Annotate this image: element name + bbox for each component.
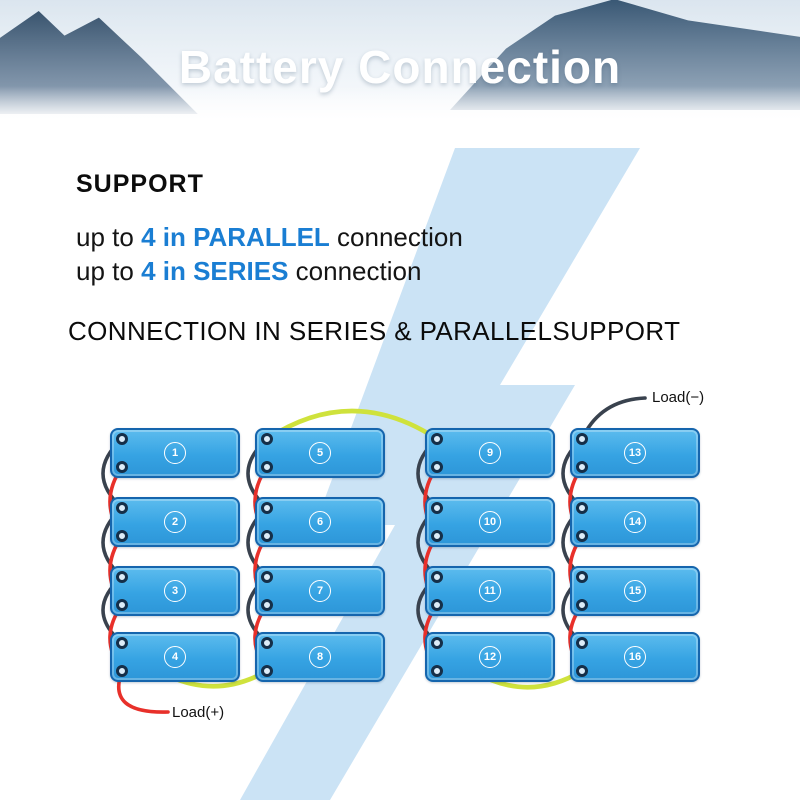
page-title: Battery Connection — [178, 41, 622, 93]
terminal-top-icon — [431, 637, 443, 649]
battery-2: 2 — [110, 497, 240, 547]
battery-number: 5 — [309, 442, 331, 464]
terminal-top-icon — [576, 502, 588, 514]
line1-prefix: up to — [76, 222, 142, 252]
load-positive-label: Load(+) — [172, 704, 225, 721]
line1-suffix: connection — [329, 222, 463, 252]
support-heading: SUPPORT — [76, 170, 204, 198]
battery-13: 13 — [570, 428, 700, 478]
battery-number: 10 — [479, 511, 501, 533]
terminal-bottom-icon — [576, 530, 588, 542]
snow-field — [0, 86, 800, 148]
battery-4: 4 — [110, 632, 240, 682]
battery-number: 16 — [624, 646, 646, 668]
battery-10: 10 — [425, 497, 555, 547]
battery-15: 15 — [570, 566, 700, 616]
parallel-support-line: up to 4 in PARALLEL connection — [76, 222, 463, 253]
battery-14: 14 — [570, 497, 700, 547]
terminal-top-icon — [261, 433, 273, 445]
battery-12: 12 — [425, 632, 555, 682]
battery-number: 8 — [309, 646, 331, 668]
terminal-top-icon — [576, 433, 588, 445]
battery-11: 11 — [425, 566, 555, 616]
battery-9: 9 — [425, 428, 555, 478]
terminal-bottom-icon — [431, 599, 443, 611]
terminal-bottom-icon — [431, 461, 443, 473]
battery-number: 11 — [479, 580, 501, 602]
battery-7: 7 — [255, 566, 385, 616]
terminal-bottom-icon — [116, 530, 128, 542]
battery-5: 5 — [255, 428, 385, 478]
terminal-top-icon — [116, 433, 128, 445]
banner-image: Battery Connection — [0, 0, 800, 148]
terminal-bottom-icon — [116, 599, 128, 611]
terminal-bottom-icon — [576, 665, 588, 677]
terminal-top-icon — [431, 433, 443, 445]
terminal-top-icon — [431, 502, 443, 514]
terminal-bottom-icon — [261, 530, 273, 542]
section-title: CONNECTION IN SERIES & PARALLELSUPPORT — [68, 316, 681, 346]
line1-highlight: 4 in PARALLEL — [141, 222, 330, 252]
terminal-bottom-icon — [431, 530, 443, 542]
terminal-bottom-icon — [116, 665, 128, 677]
battery-8: 8 — [255, 632, 385, 682]
terminal-top-icon — [576, 571, 588, 583]
terminal-top-icon — [261, 571, 273, 583]
terminal-bottom-icon — [116, 461, 128, 473]
battery-number: 4 — [164, 646, 186, 668]
terminal-bottom-icon — [261, 599, 273, 611]
line2-prefix: up to — [76, 256, 142, 286]
battery-number: 1 — [164, 442, 186, 464]
terminal-bottom-icon — [261, 665, 273, 677]
battery-6: 6 — [255, 497, 385, 547]
battery-number: 15 — [624, 580, 646, 602]
terminal-bottom-icon — [576, 461, 588, 473]
load-negative-label: Load(−) — [652, 389, 705, 406]
terminal-top-icon — [116, 502, 128, 514]
battery-number: 9 — [479, 442, 501, 464]
terminal-bottom-icon — [261, 461, 273, 473]
battery-16: 16 — [570, 632, 700, 682]
terminal-top-icon — [431, 571, 443, 583]
battery-number: 2 — [164, 511, 186, 533]
battery-1: 1 — [110, 428, 240, 478]
terminal-top-icon — [576, 637, 588, 649]
terminal-top-icon — [261, 637, 273, 649]
terminal-bottom-icon — [431, 665, 443, 677]
terminal-bottom-icon — [576, 599, 588, 611]
line2-highlight: 4 in SERIES — [141, 256, 289, 286]
battery-number: 12 — [479, 646, 501, 668]
battery-number: 7 — [309, 580, 331, 602]
terminal-top-icon — [116, 637, 128, 649]
battery-number: 14 — [624, 511, 646, 533]
battery-number: 6 — [309, 511, 331, 533]
battery-3: 3 — [110, 566, 240, 616]
battery-number: 3 — [164, 580, 186, 602]
line2-suffix: connection — [288, 256, 422, 286]
terminal-top-icon — [116, 571, 128, 583]
battery-number: 13 — [624, 442, 646, 464]
series-support-line: up to 4 in SERIES connection — [76, 256, 421, 287]
terminal-top-icon — [261, 502, 273, 514]
